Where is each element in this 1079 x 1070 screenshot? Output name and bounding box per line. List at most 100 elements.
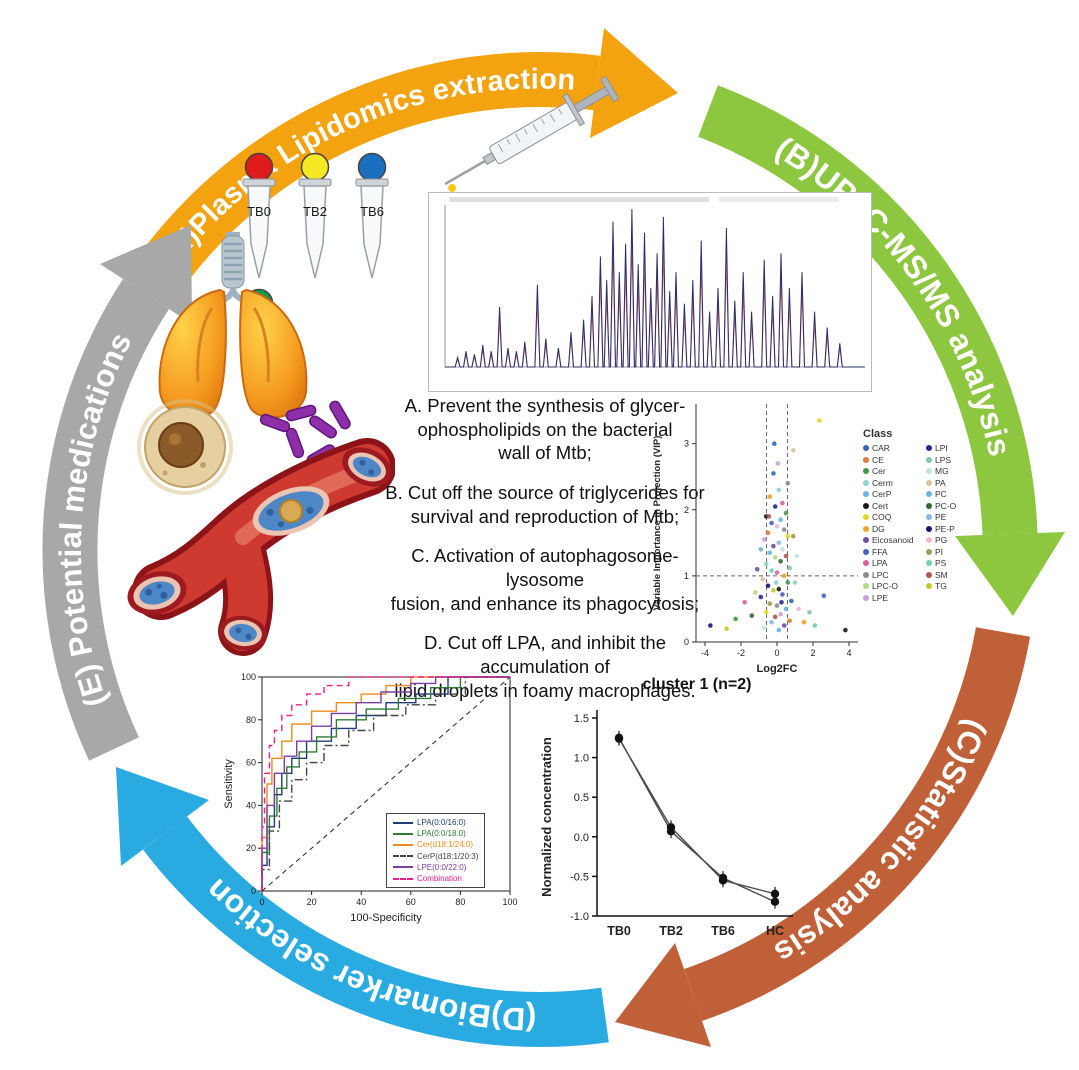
arrowhead-a-icon <box>590 28 678 138</box>
svg-text:60: 60 <box>246 758 256 768</box>
svg-text:0.5: 0.5 <box>574 792 589 804</box>
legend-item: CerP(d18:1/20:3) <box>393 851 478 862</box>
svg-text:0: 0 <box>684 637 689 647</box>
legend-item: COQ <box>863 512 920 522</box>
vip-points <box>708 418 848 633</box>
annotation-c: C. Activation of autophagosome-lysosome … <box>390 545 700 614</box>
legend-item: LPI <box>926 443 983 453</box>
arrowhead-c-icon <box>615 943 711 1047</box>
svg-text:2: 2 <box>684 505 689 515</box>
svg-text:-1.0: -1.0 <box>570 911 589 923</box>
legend-item: CE <box>863 455 920 465</box>
cluster-title: cluster 1 (n=2) <box>642 676 752 693</box>
svg-text:20: 20 <box>246 843 256 853</box>
svg-text:20: 20 <box>307 897 317 907</box>
chromatogram-chart <box>444 197 865 368</box>
legend-item: PI <box>926 547 983 557</box>
sample-tube-tb0-icon: TB0 <box>242 152 276 279</box>
legend-item: DG <box>863 524 920 534</box>
svg-text:100: 100 <box>241 672 256 682</box>
svg-text:-2: -2 <box>737 648 745 658</box>
svg-text:1.5: 1.5 <box>574 713 589 725</box>
svg-text:TB0: TB0 <box>607 924 631 938</box>
svg-text:4: 4 <box>846 648 851 658</box>
tube-label: TB2 <box>304 204 328 219</box>
svg-text:0: 0 <box>251 886 256 896</box>
svg-text:3: 3 <box>684 439 689 449</box>
legend-item: LPS <box>926 455 983 465</box>
svg-text:HC: HC <box>766 924 784 938</box>
vip-legend-title: Class <box>863 428 893 440</box>
legend-item: LPE(0:0/22:0) <box>393 862 478 873</box>
legend-item: SM <box>926 570 983 580</box>
legend-item: Cer(d18:1/24:0) <box>393 839 478 850</box>
svg-text:1: 1 <box>684 571 689 581</box>
svg-text:Normalized concentration: Normalized concentration <box>539 737 554 897</box>
legend-item: MG <box>926 466 983 476</box>
sample-tube-tb2-icon: TB2 <box>298 152 332 279</box>
legend-item: LPC-O <box>863 581 920 591</box>
legend-item: CerP <box>863 489 920 499</box>
blood-vessel-icon <box>127 438 395 656</box>
svg-text:0: 0 <box>774 648 779 658</box>
lungs-icon <box>158 232 308 419</box>
svg-text:TB6: TB6 <box>711 924 735 938</box>
svg-text:60: 60 <box>406 897 416 907</box>
arrowhead-b-icon <box>955 532 1065 616</box>
svg-text:Log2FC: Log2FC <box>757 663 798 675</box>
svg-text:1.0: 1.0 <box>574 753 589 765</box>
roc-legend: LPA(0:0/16:0)LPA(0:0/18:0)Cer(d18:1/24:0… <box>386 813 486 889</box>
legend-item: Eicosanoid <box>863 535 920 545</box>
annotation-d: D. Cut off LPA, and inhibit the accumula… <box>394 632 696 701</box>
cells-illustration <box>137 399 351 495</box>
svg-text:Variable Importance in Project: Variable Importance in Projection (VIP) <box>652 436 663 611</box>
svg-text:0: 0 <box>259 897 264 907</box>
legend-item: LPA(0:0/16:0) <box>393 817 478 828</box>
svg-text:80: 80 <box>455 897 465 907</box>
tube-cap <box>357 152 387 182</box>
svg-text:-4: -4 <box>701 648 709 658</box>
legend-item: FFA <box>863 547 920 557</box>
vessel-cutaway <box>252 486 330 536</box>
arrowhead-e-icon <box>100 225 192 324</box>
legend-item: CAR <box>863 443 920 453</box>
arrowhead-d-icon <box>116 767 209 866</box>
svg-text:2: 2 <box>810 648 815 658</box>
svg-text:0.0: 0.0 <box>574 832 589 844</box>
svg-text:80: 80 <box>246 715 256 725</box>
legend-item: PC-O <box>926 501 983 511</box>
macrophage-icon <box>137 399 233 495</box>
chromatogram-panel <box>428 192 872 392</box>
annotation-a: A. Prevent the synthesis of glycer- opho… <box>404 395 686 464</box>
svg-text:100: 100 <box>502 897 517 907</box>
syringe-icon <box>444 76 619 193</box>
legend-item: Cert <box>863 501 920 511</box>
svg-text:100-Specificity: 100-Specificity <box>350 912 422 924</box>
legend-item: Combination <box>393 873 478 884</box>
legend-item: TG <box>926 581 983 591</box>
svg-text:40: 40 <box>356 897 366 907</box>
legend-item: PE <box>926 512 983 522</box>
svg-text:Sensitivity: Sensitivity <box>223 759 235 809</box>
legend-item: PG <box>926 535 983 545</box>
legend-item: LPE <box>863 593 920 603</box>
legend-item: LPA <box>863 558 920 568</box>
legend-item: LPC <box>863 570 920 580</box>
svg-text:-0.5: -0.5 <box>570 871 589 883</box>
svg-text:TB2: TB2 <box>659 924 683 938</box>
legend-item: Cer <box>863 466 920 476</box>
tube-cap <box>301 152 330 182</box>
legend-item: LPA(0:0/18:0) <box>393 828 478 839</box>
legend-item: PA <box>926 478 983 488</box>
tube-label: TB0 <box>247 204 271 219</box>
legend-item: PC <box>926 489 983 499</box>
